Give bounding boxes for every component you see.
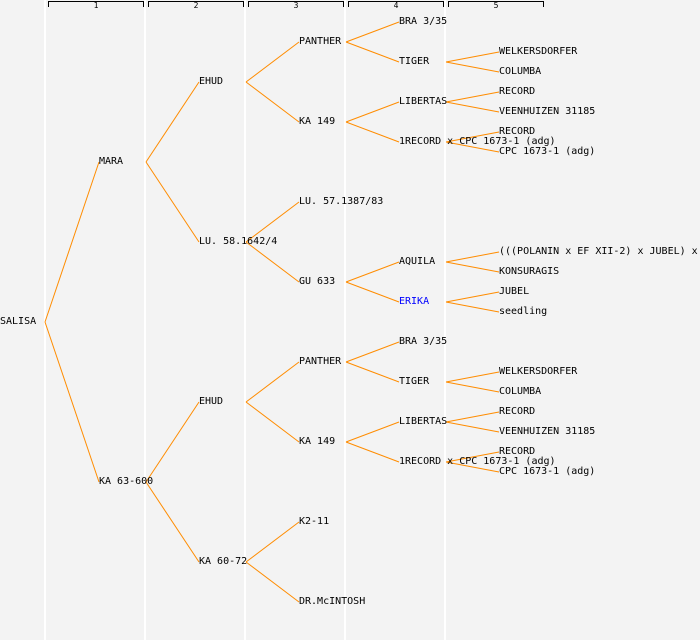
pedigree-node: 1RECORD x CPC 1673-1 (adg) — [399, 456, 556, 467]
pedigree-node: LIBERTAS — [399, 416, 448, 427]
pedigree-node: PANTHER — [299, 356, 342, 367]
pedigree-connector — [445, 251, 500, 263]
pedigree-connector — [245, 361, 300, 403]
pedigree-node: KA 149 — [299, 116, 336, 127]
pedigree-node: LU. 57.1387/83 — [299, 196, 384, 207]
pedigree-node: VEENHUIZEN 31185 — [499, 426, 596, 437]
pedigree-connector — [345, 21, 400, 43]
pedigree-node: EHUD — [199, 396, 224, 407]
pedigree-node: KA 149 — [299, 436, 336, 447]
pedigree-connector — [145, 401, 200, 483]
pedigree-connector — [445, 411, 500, 423]
generation-header-5: 5 — [493, 1, 499, 10]
pedigree-node: PANTHER — [299, 36, 342, 47]
pedigree-node: KA 60-72 — [199, 556, 248, 567]
pedigree-connector — [445, 451, 500, 463]
pedigree-connector — [445, 261, 500, 273]
generation-bracket — [348, 1, 444, 7]
pedigree-connector — [445, 51, 500, 63]
pedigree-connector — [345, 101, 400, 123]
pedigree-connector — [145, 481, 200, 563]
pedigree-node: MARA — [99, 156, 124, 167]
pedigree-connector — [445, 141, 500, 153]
generation-bracket — [48, 1, 144, 7]
pedigree-node: EHUD — [199, 76, 224, 87]
pedigree-node: seedling — [499, 306, 548, 317]
pedigree-connector — [245, 561, 300, 603]
pedigree-node: GU 633 — [299, 276, 336, 287]
pedigree-connector — [445, 371, 500, 383]
pedigree-connector — [345, 341, 400, 363]
pedigree-connector — [44, 161, 100, 323]
pedigree-connector — [345, 121, 400, 143]
pedigree-connector — [445, 291, 500, 303]
pedigree-node: RECORD — [499, 406, 536, 417]
pedigree-connector — [44, 321, 100, 483]
pedigree-connector — [445, 461, 500, 473]
pedigree-node: LU. 58.1642/4 — [199, 236, 278, 247]
pedigree-node: RECORD — [499, 86, 536, 97]
pedigree-connector — [245, 401, 300, 443]
column-separator — [244, 0, 246, 640]
generation-header-3: 3 — [293, 1, 299, 10]
pedigree-connector — [245, 201, 300, 243]
pedigree-node: KA 63-600 — [99, 476, 154, 487]
pedigree-node-link[interactable]: ERIKA — [399, 296, 430, 307]
pedigree-connector — [245, 41, 300, 83]
pedigree-node: TIGER — [399, 376, 430, 387]
generation-bracket — [148, 1, 244, 7]
pedigree-connector — [445, 421, 500, 433]
pedigree-node: K2-11 — [299, 516, 330, 527]
pedigree-node: WELKERSDORFER — [499, 46, 578, 57]
generation-bracket — [248, 1, 344, 7]
pedigree-connector — [445, 61, 500, 73]
pedigree-connector — [245, 81, 300, 123]
pedigree-node: 1RECORD x CPC 1673-1 (adg) — [399, 136, 556, 147]
pedigree-node: DR.McINTOSH — [299, 596, 366, 607]
pedigree-connector — [345, 281, 400, 303]
generation-header-2: 2 — [193, 1, 199, 10]
pedigree-node: COLUMBA — [499, 386, 542, 397]
pedigree-node: WELKERSDORFER — [499, 366, 578, 377]
column-separator — [344, 0, 346, 640]
pedigree-node: BRA 3/35 — [399, 16, 448, 27]
pedigree-connector — [345, 261, 400, 283]
pedigree-node: COLUMBA — [499, 66, 542, 77]
pedigree-node: CPC 1673-1 (adg) — [499, 146, 596, 157]
pedigree-connector — [445, 301, 500, 313]
generation-header-1: 1 — [93, 1, 99, 10]
pedigree-node: VEENHUIZEN 31185 — [499, 106, 596, 117]
generation-header-4: 4 — [393, 1, 399, 10]
pedigree-connector — [145, 81, 200, 163]
column-separator — [44, 0, 46, 640]
pedigree-connector — [345, 421, 400, 443]
pedigree-connector — [345, 441, 400, 463]
pedigree-connector — [345, 361, 400, 383]
generation-bracket — [448, 1, 544, 7]
pedigree-node: LIBERTAS — [399, 96, 448, 107]
pedigree-node: KONSURAGIS — [499, 266, 560, 277]
pedigree-node: AQUILA — [399, 256, 436, 267]
pedigree-connector — [145, 161, 200, 243]
pedigree-node: (((POLANIN x EF XII-2) x JUBEL) x — [499, 246, 698, 257]
pedigree-node: RECORD — [499, 126, 536, 137]
column-separator — [444, 0, 446, 640]
pedigree-connector — [345, 41, 400, 63]
pedigree-connector — [445, 381, 500, 393]
pedigree-node: TIGER — [399, 56, 430, 67]
pedigree-node: RECORD — [499, 446, 536, 457]
pedigree-node: BRA 3/35 — [399, 336, 448, 347]
pedigree-node: SALISA — [0, 316, 37, 327]
pedigree-node: JUBEL — [499, 286, 530, 297]
pedigree-connector — [245, 241, 300, 283]
pedigree-node: CPC 1673-1 (adg) — [499, 466, 596, 477]
pedigree-connector — [445, 131, 500, 143]
pedigree-connector — [445, 101, 500, 113]
pedigree-connector — [445, 91, 500, 103]
pedigree-connector — [245, 521, 300, 563]
column-separator — [144, 0, 146, 640]
